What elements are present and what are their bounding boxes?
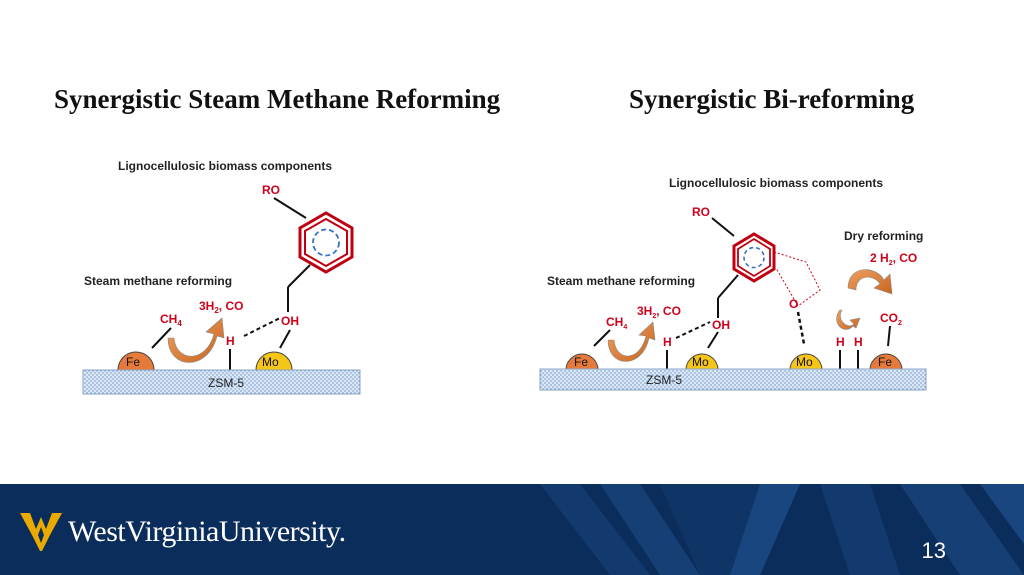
- fe-site: [565, 353, 599, 371]
- mo-site: [255, 351, 293, 371]
- products-label: 3H2, CO: [199, 299, 243, 315]
- biomass-label: Lignocellulosic biomass components: [118, 159, 332, 173]
- reforming-arrow-icon: [167, 317, 225, 363]
- reforming-label: Steam methane reforming: [547, 274, 695, 288]
- h-bond-dashed: [675, 321, 711, 339]
- dry-products-label: 2 H2, CO: [870, 251, 917, 267]
- ro-bond: [273, 197, 307, 219]
- mo-site-2: [789, 353, 823, 371]
- h2-label: H: [836, 335, 845, 349]
- zsm5-support: [539, 368, 927, 391]
- benzene-ring-icon: [298, 211, 354, 274]
- fe-site-2: [869, 353, 903, 371]
- mo-label: Mo: [692, 355, 709, 369]
- ro-label: RO: [262, 183, 280, 197]
- zsm5-support: [82, 369, 361, 395]
- mo-label: Mo: [262, 355, 279, 369]
- h-label: H: [663, 335, 672, 349]
- title-bi-reforming: Synergistic Bi-reforming: [629, 84, 915, 114]
- benzene-ring-icon: [732, 232, 776, 283]
- ro-label: RO: [692, 205, 710, 219]
- small-arrow-icon: [836, 309, 861, 330]
- wv-flying-wv-icon: [20, 513, 62, 551]
- support-label: ZSM-5: [646, 373, 682, 387]
- oh-label: OH: [712, 318, 730, 332]
- co2-label: CO2: [880, 311, 902, 327]
- oh-mo-bond: [279, 329, 291, 349]
- footer-bar: [0, 484, 1024, 575]
- mo-site: [685, 353, 719, 371]
- o-label: O: [789, 297, 798, 311]
- title-steam-methane-reforming: Synergistic Steam Methane Reforming: [54, 84, 501, 114]
- oh-label: OH: [281, 314, 299, 328]
- h-bond-dashed: [243, 317, 281, 337]
- ch4-label: CH4: [160, 312, 182, 328]
- ring-chain-bond-1: [287, 264, 311, 288]
- reforming-arrow-icon: [607, 321, 656, 362]
- h3-label: H: [854, 335, 863, 349]
- reforming-label: Steam methane reforming: [84, 274, 232, 288]
- fe-label: Fe: [574, 355, 588, 369]
- footer-pattern: [540, 484, 1024, 575]
- biomass-label: Lignocellulosic biomass components: [669, 176, 883, 190]
- o-mo-dashed: [796, 311, 806, 345]
- ch4-bond: [151, 327, 172, 349]
- fe-label-2: Fe: [878, 355, 892, 369]
- support-label: ZSM-5: [208, 376, 244, 390]
- ring-chain-bond-1: [717, 274, 739, 299]
- logo-text: WestVirginiaUniversity.: [68, 515, 346, 548]
- page-number: 13: [921, 538, 946, 563]
- ch4-label: CH4: [606, 315, 627, 331]
- fe-site: [117, 351, 155, 371]
- h-label: H: [226, 334, 235, 348]
- steam-methane-reforming-diagram: Lignocellulosic biomass components RO St…: [82, 159, 361, 395]
- fe-label: Fe: [126, 355, 140, 369]
- dry-reforming-arrow-icon: [847, 269, 893, 295]
- wvu-logo[interactable]: WestVirginiaUniversity.: [20, 513, 346, 551]
- dry-reforming-label: Dry reforming: [844, 229, 923, 243]
- products-label: 3H2, CO: [637, 304, 681, 320]
- mo-label-2: Mo: [796, 355, 813, 369]
- ch4-bond: [593, 329, 611, 347]
- ring-o-dotted: [773, 251, 821, 307]
- oh-mo-bond: [707, 331, 719, 349]
- bi-reforming-diagram: Lignocellulosic biomass components RO St…: [539, 176, 927, 391]
- ro-bond: [711, 217, 735, 237]
- co2-bond: [887, 325, 891, 347]
